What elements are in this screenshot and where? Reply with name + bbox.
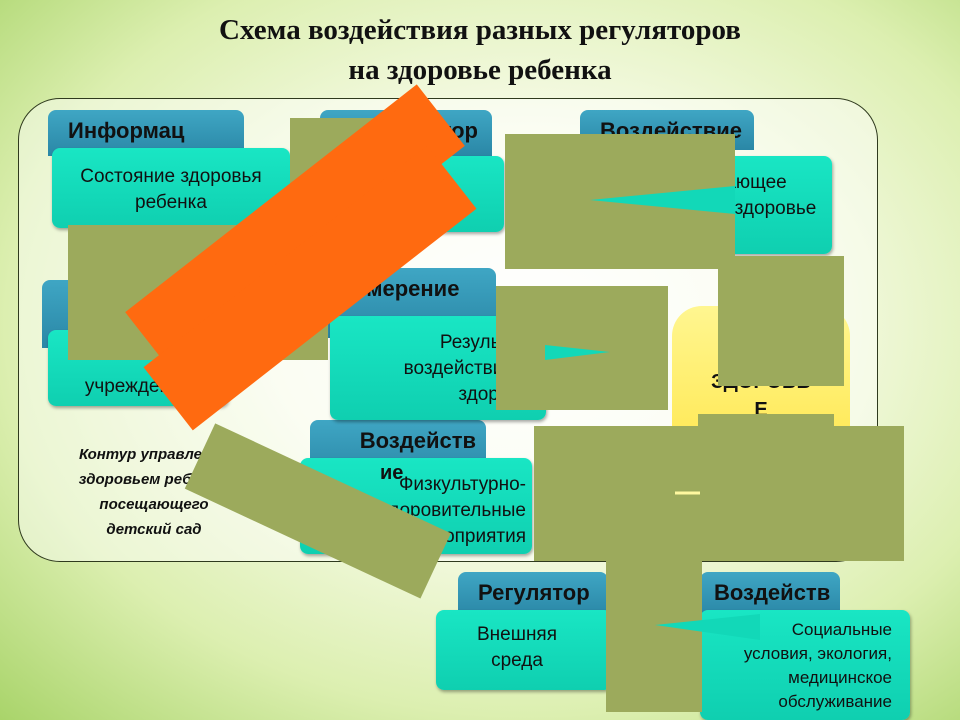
- arrow-wedge-2: [545, 345, 610, 360]
- note-line-1: Контур управления: [78, 446, 230, 463]
- fragment-ie: ие: [380, 462, 404, 484]
- title-line-1: Схема воздействия разных регуляторов: [219, 14, 741, 46]
- card-external-environment: Внешняя среда: [436, 610, 612, 690]
- note-line-3: посещающего: [99, 496, 209, 513]
- card-social-line-4: обслуживание: [778, 692, 892, 711]
- note-line-4: детский сад: [106, 521, 202, 538]
- arrow-wedge-1: [590, 186, 735, 214]
- occluder-block-7: [698, 414, 834, 534]
- card-physical-line-1: Физкультурно-: [398, 474, 526, 495]
- header-regulator-bottom: Регулятор: [458, 572, 608, 616]
- occluder-block-5: [496, 286, 668, 410]
- occluder-block-8: [606, 522, 702, 712]
- card-social-line-2: условия, экология,: [743, 644, 892, 663]
- card-social-line-1: Социальные: [791, 620, 892, 639]
- occluder-block-4: [718, 256, 844, 386]
- arrow-wedge-3: [655, 614, 760, 640]
- header-impact-bottom: Воздейств: [700, 572, 840, 616]
- card-social-line-3: медицинское: [788, 668, 892, 687]
- title-line-2: на здоровье ребенка: [348, 54, 612, 86]
